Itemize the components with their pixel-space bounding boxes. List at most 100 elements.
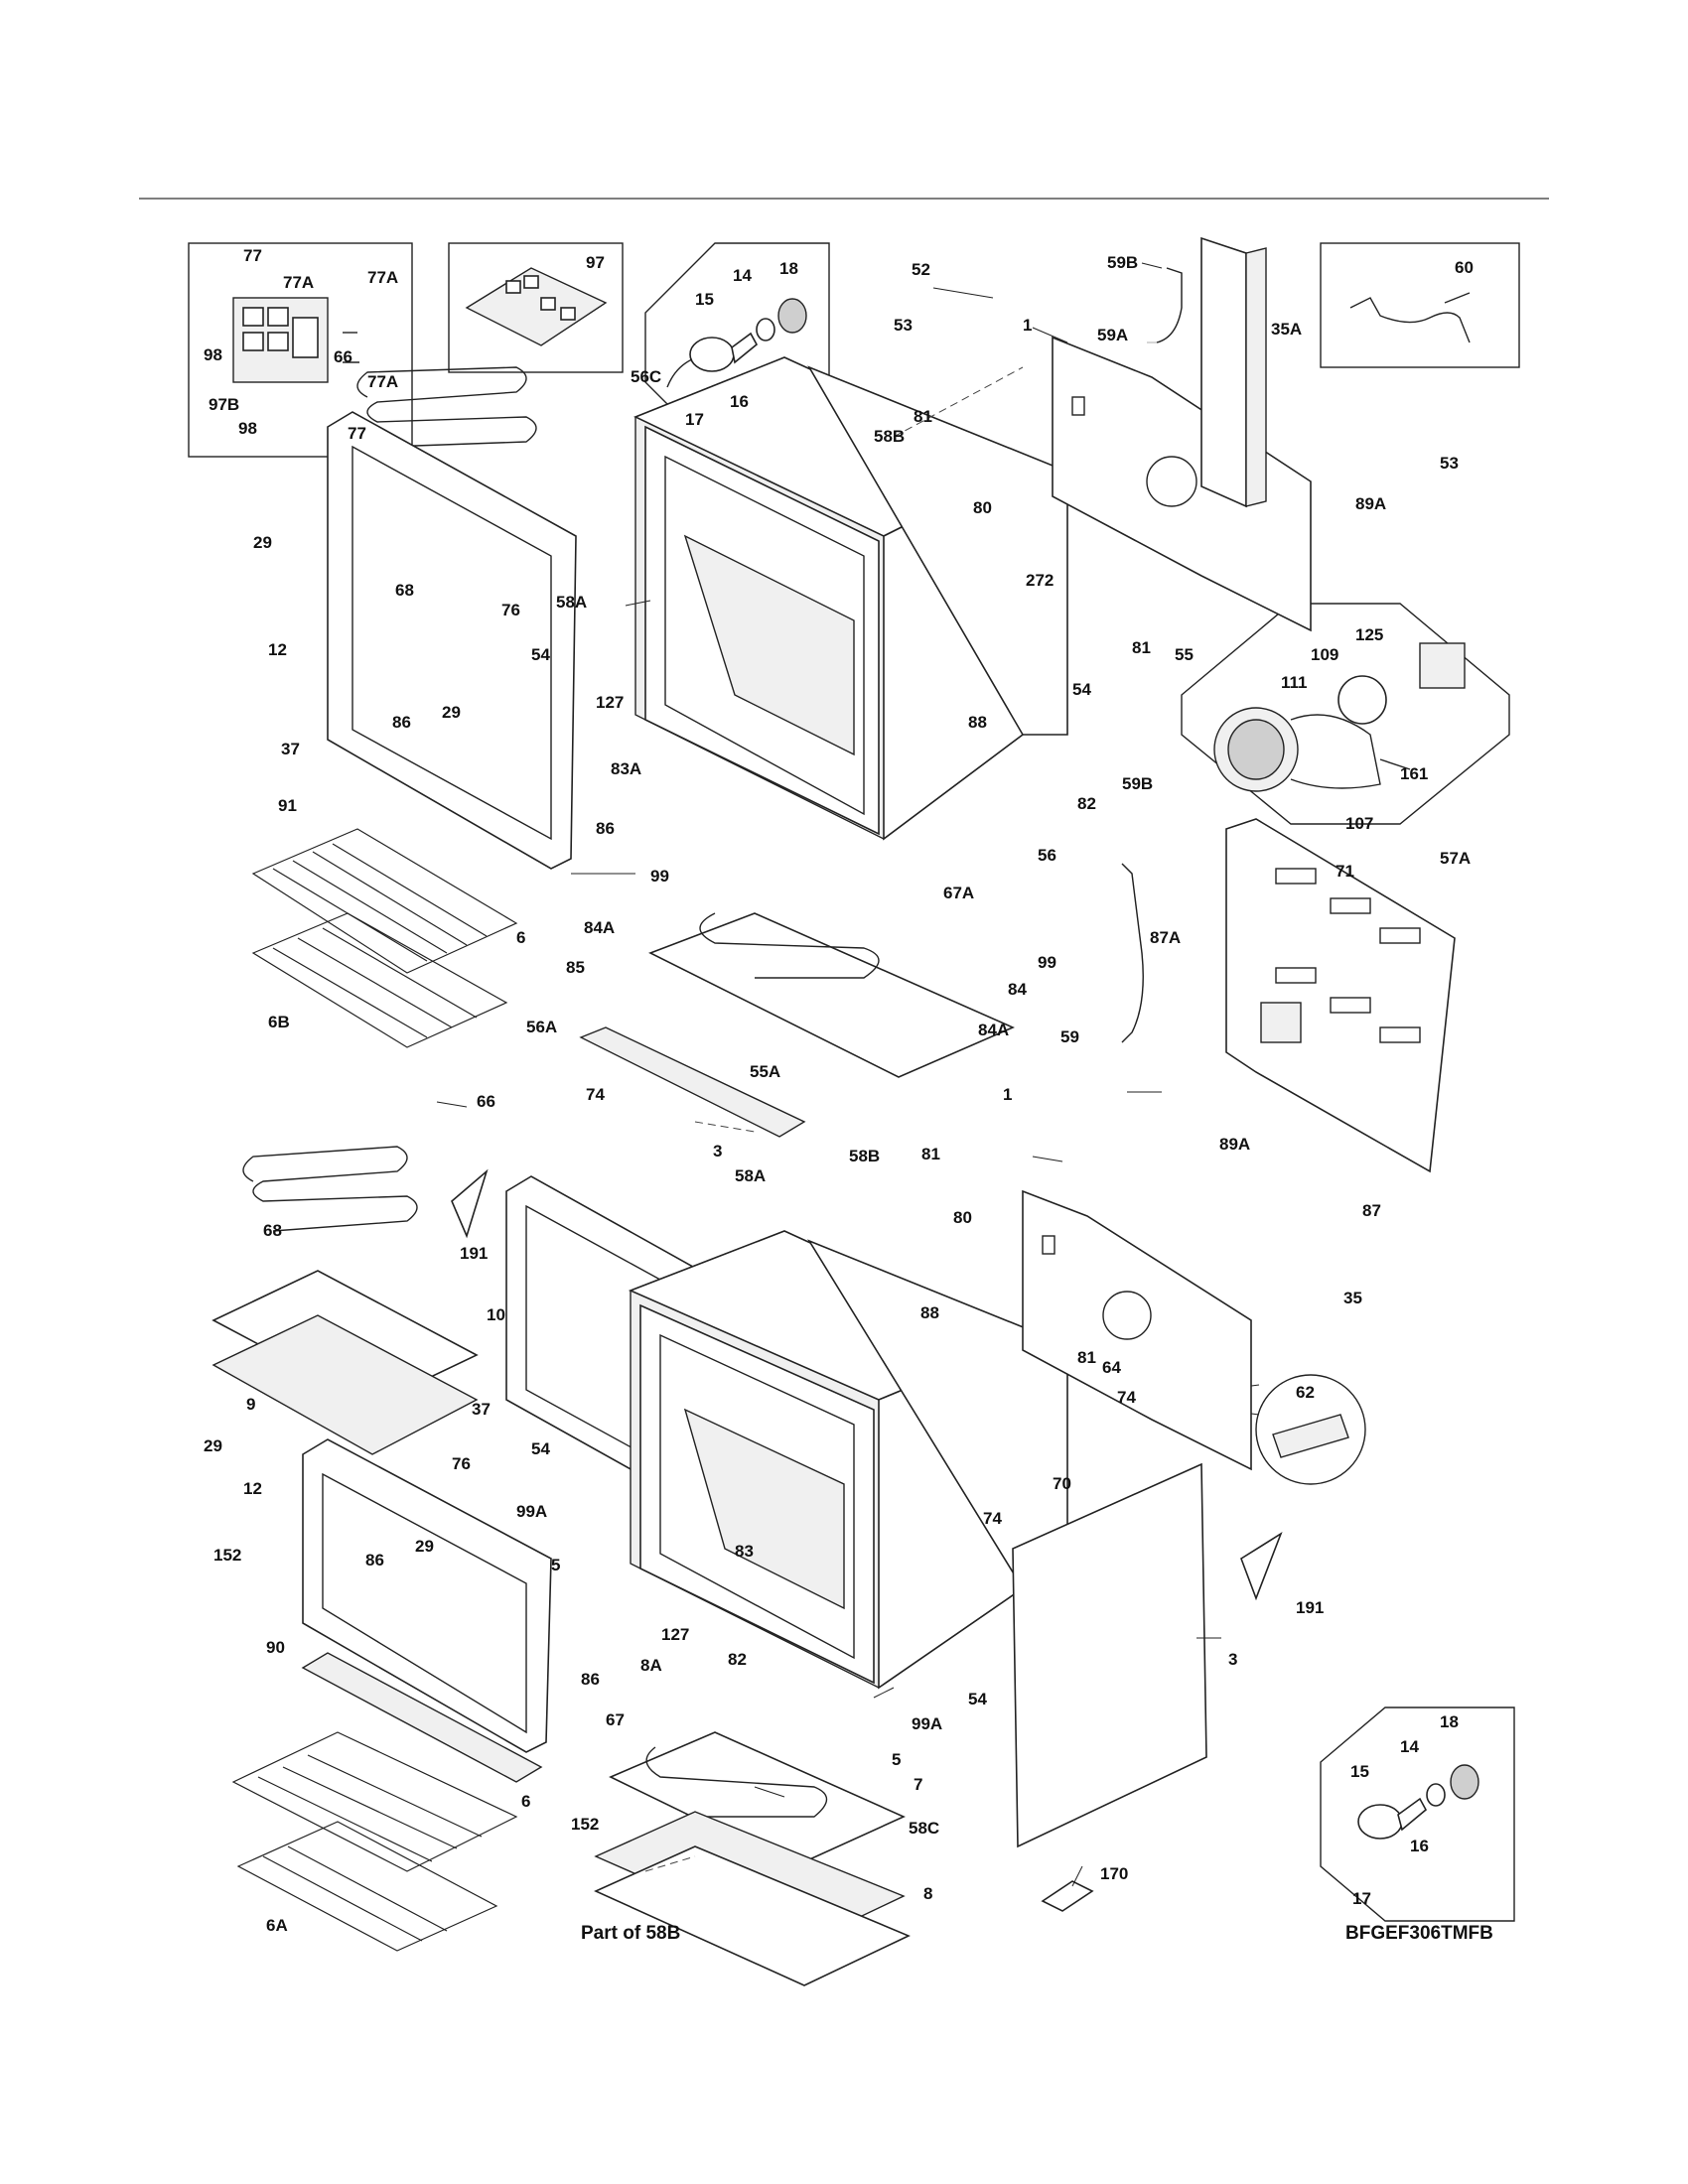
callout-label: 37 xyxy=(281,740,300,758)
callout-label: 88 xyxy=(920,1303,939,1322)
callout-label: 98 xyxy=(238,419,257,438)
callout-label: 81 xyxy=(1077,1348,1096,1367)
callout-label: 55A xyxy=(750,1062,780,1081)
callout-label: 66 xyxy=(334,347,352,366)
callout-label: 67 xyxy=(606,1710,625,1729)
vent-tube-59 xyxy=(1121,863,1144,1043)
callout-label: 58B xyxy=(874,427,905,446)
callout-label: 57A xyxy=(1440,849,1471,868)
callout-label: 84 xyxy=(1008,980,1027,999)
callout-label: 59 xyxy=(1060,1027,1079,1046)
callout-label: 14 xyxy=(733,266,752,285)
callout-label: 56A xyxy=(526,1018,557,1036)
callout-label: 1 xyxy=(1023,316,1032,335)
callout-label: 109 xyxy=(1311,645,1338,664)
callout-label: 170 xyxy=(1100,1864,1128,1883)
callout-label: 59A xyxy=(1097,326,1128,344)
callout-label: 12 xyxy=(243,1479,262,1498)
callout-label: 272 xyxy=(1026,571,1054,590)
callout-label: 88 xyxy=(968,713,987,732)
callout-label: 60 xyxy=(1455,258,1474,277)
callout-label: 99 xyxy=(650,867,669,886)
callout-label: 29 xyxy=(442,703,461,722)
callout-label: 127 xyxy=(661,1625,689,1644)
callout-label: 191 xyxy=(460,1244,488,1263)
lower-back-panel xyxy=(1022,1189,1252,1471)
callout-label: 77 xyxy=(348,424,366,443)
callout-label: 77 xyxy=(243,246,262,265)
callout-label: 17 xyxy=(1352,1889,1371,1908)
callouts: 77 77A 77A 98 77A 97B 98 77 97 14 18 15 … xyxy=(204,246,1474,1935)
callout-label: 9 xyxy=(246,1395,255,1414)
callout-label: 127 xyxy=(596,693,624,712)
callout-label: 54 xyxy=(968,1690,987,1708)
callout-label: 58A xyxy=(735,1166,766,1185)
callout-label: 29 xyxy=(204,1436,222,1455)
callout-label: 161 xyxy=(1400,764,1428,783)
lower-broil-element xyxy=(242,1146,418,1232)
rear-panel-71 xyxy=(1225,818,1456,1173)
callout-label: 91 xyxy=(278,796,297,815)
callout-label: 18 xyxy=(1440,1712,1459,1731)
callout-label: 62 xyxy=(1296,1383,1315,1402)
callout-label: 29 xyxy=(253,533,272,552)
callout-label: 64 xyxy=(1102,1358,1121,1377)
callout-label: 152 xyxy=(213,1546,241,1565)
callout-label: 99 xyxy=(1038,953,1056,972)
callout-label: 16 xyxy=(1410,1837,1429,1855)
callout-label: 3 xyxy=(713,1142,722,1160)
callout-label: 3 xyxy=(1228,1650,1237,1669)
callout-label: 54 xyxy=(531,1439,550,1458)
callout-label: 77A xyxy=(283,273,314,292)
callout-label: 18 xyxy=(779,259,798,278)
callout-label: 86 xyxy=(365,1551,384,1570)
callout-label: 74 xyxy=(983,1509,1002,1528)
callout-label: 81 xyxy=(914,407,932,426)
callout-label: 74 xyxy=(1117,1388,1136,1407)
callout-label: 8 xyxy=(923,1884,932,1903)
callout-label: 87 xyxy=(1362,1201,1381,1220)
callout-label: 84A xyxy=(978,1021,1009,1039)
callout-label: 14 xyxy=(1400,1737,1419,1756)
callout-label: 59B xyxy=(1107,253,1138,272)
upper-oven-cavity xyxy=(633,356,1068,841)
callout-label: 99A xyxy=(912,1714,942,1733)
callout-label: 80 xyxy=(973,498,992,517)
callout-label: 68 xyxy=(263,1221,282,1240)
callout-label: 74 xyxy=(586,1085,605,1104)
duct-35A xyxy=(1200,236,1267,508)
callout-label: 86 xyxy=(596,819,615,838)
callout-label: 7 xyxy=(914,1775,922,1794)
callout-label: 97B xyxy=(209,395,239,414)
callout-label: 8A xyxy=(640,1656,662,1675)
callout-label: 81 xyxy=(921,1145,940,1163)
callout-label: 56 xyxy=(1038,846,1056,865)
callout-label: 84A xyxy=(584,918,615,937)
callout-label: 82 xyxy=(728,1650,747,1669)
callout-label: 152 xyxy=(571,1815,599,1834)
callout-label: 67A xyxy=(943,884,974,902)
callout-label: 83A xyxy=(611,759,641,778)
callout-label: 68 xyxy=(395,581,414,600)
callout-label: 58C xyxy=(909,1819,939,1838)
callout-label: 54 xyxy=(531,645,550,664)
callout-label: 98 xyxy=(204,345,222,364)
callout-label: 58A xyxy=(556,593,587,612)
callout-label: 58B xyxy=(849,1147,880,1165)
upper-broil-element xyxy=(356,366,537,448)
lower-bake-element-tray xyxy=(594,1731,911,1986)
callout-label: 17 xyxy=(685,410,704,429)
callout-label: 83 xyxy=(735,1542,754,1561)
callout-label: 89A xyxy=(1355,494,1386,513)
callout-label: 55 xyxy=(1175,645,1194,664)
upper-oven-racks xyxy=(251,828,518,1048)
callout-label: 191 xyxy=(1296,1598,1324,1617)
callout-label: 76 xyxy=(452,1454,471,1473)
callout-label: 77A xyxy=(367,372,398,391)
callout-label: 82 xyxy=(1077,794,1096,813)
callout-label: 54 xyxy=(1072,680,1091,699)
lower-oven-racks xyxy=(231,1731,518,1952)
callout-label: 15 xyxy=(1350,1762,1369,1781)
broiler-pan xyxy=(211,1270,479,1455)
callout-label: 15 xyxy=(695,290,714,309)
